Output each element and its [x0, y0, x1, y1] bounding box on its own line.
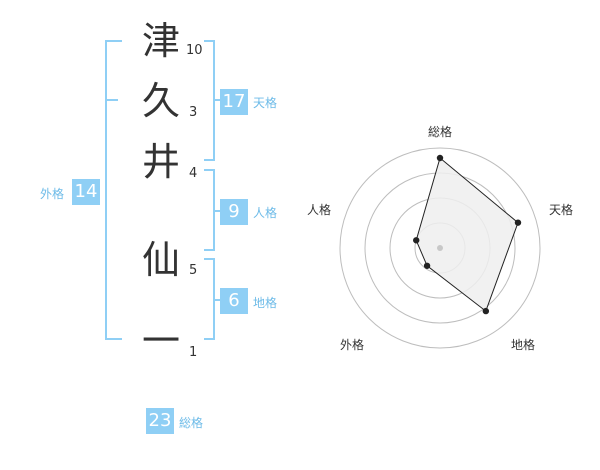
soukaku-value: 23 — [146, 408, 174, 434]
chikaku-label: 地格 — [253, 296, 278, 310]
radar-points — [413, 154, 522, 315]
stroke-count-2: 3 — [189, 105, 198, 120]
stroke-count-1: 10 — [186, 43, 203, 58]
stroke-count-5: 1 — [189, 345, 198, 360]
name-char-3: 井 — [141, 140, 180, 184]
radar-point — [514, 219, 522, 226]
jinkaku-value: 9 — [220, 199, 248, 225]
radar-axis-label-soukaku: 総格 — [428, 125, 453, 139]
radar-axis-label-jinkaku: 人格 — [307, 203, 332, 217]
radar-ring — [339, 147, 541, 349]
radar-point — [413, 237, 420, 244]
stroke-count-4: 5 — [189, 263, 198, 278]
radar-axis-label-gaikaku: 外格 — [340, 338, 365, 352]
tenkaku-label: 天格 — [253, 96, 278, 110]
gaikaku-label: 外格 — [40, 187, 65, 201]
chikaku-value: 6 — [220, 288, 248, 314]
radar-axis-label-chikaku: 地格 — [511, 338, 536, 352]
stroke-count-3: 4 — [189, 166, 198, 181]
gaikaku-value: 14 — [72, 179, 100, 205]
name-char-4: 仙 — [141, 238, 180, 282]
radar-point — [482, 307, 490, 315]
name-char-1: 津 — [141, 19, 180, 63]
tenkaku-value: 17 — [220, 89, 248, 115]
jinkaku-label: 人格 — [253, 206, 278, 220]
radar-center — [437, 245, 443, 251]
soukaku-label: 総格 — [179, 416, 204, 430]
radar-axis-label-tenkaku: 天格 — [549, 203, 574, 217]
name-char-2: 久 — [141, 79, 180, 123]
radar-polygon — [415, 157, 519, 312]
radar-point — [423, 262, 431, 269]
radar-point — [436, 154, 444, 162]
name-char-5: 一 — [141, 319, 180, 363]
gaikaku-bracket — [105, 40, 122, 340]
